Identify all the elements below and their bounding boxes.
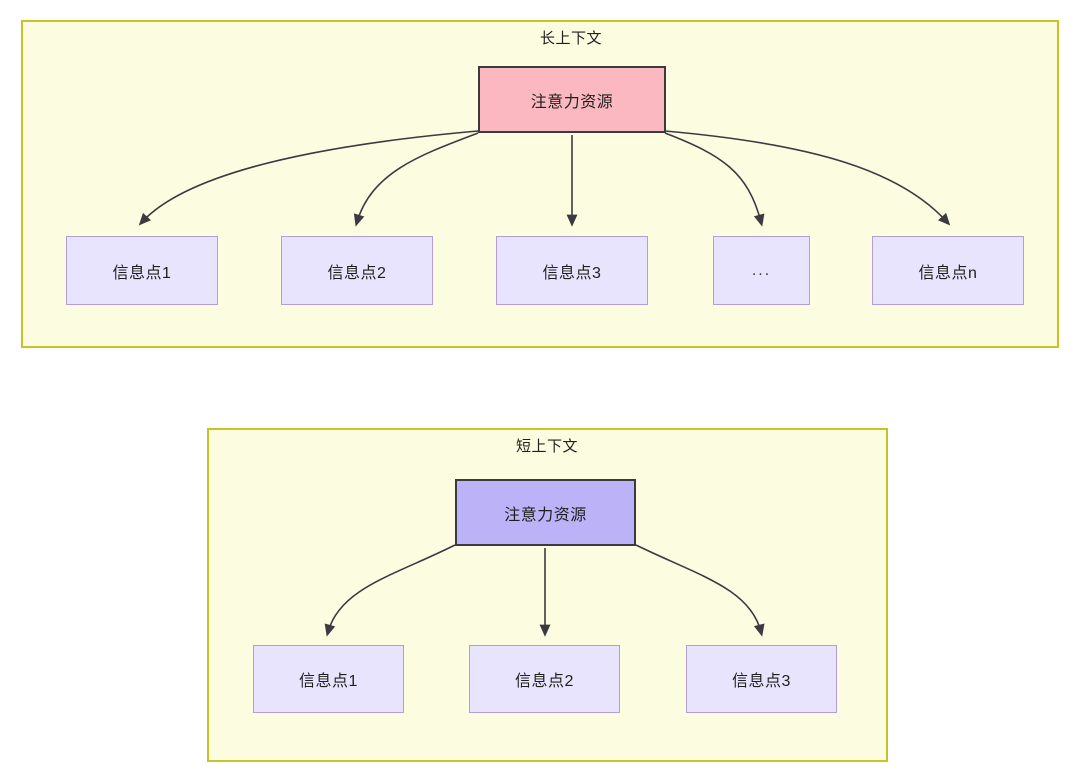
group-long-context-title: 长上下文 bbox=[539, 30, 602, 47]
node-info-point-n-long[interactable]: 信息点n bbox=[872, 236, 1024, 305]
group-short-context-title: 短上下文 bbox=[515, 438, 578, 455]
node-attention-resource-short[interactable]: 注意力资源 bbox=[455, 479, 636, 546]
node-info-point-2-long[interactable]: 信息点2 bbox=[281, 236, 433, 305]
node-attention-resource-long[interactable]: 注意力资源 bbox=[478, 66, 666, 133]
node-info-point-2-short[interactable]: 信息点2 bbox=[469, 645, 620, 713]
node-info-point-1-short[interactable]: 信息点1 bbox=[253, 645, 404, 713]
node-info-point-ellipsis-long[interactable]: ... bbox=[713, 236, 810, 305]
node-info-point-3-long[interactable]: 信息点3 bbox=[496, 236, 648, 305]
node-info-point-3-short[interactable]: 信息点3 bbox=[686, 645, 837, 713]
node-info-point-1-long[interactable]: 信息点1 bbox=[66, 236, 218, 305]
